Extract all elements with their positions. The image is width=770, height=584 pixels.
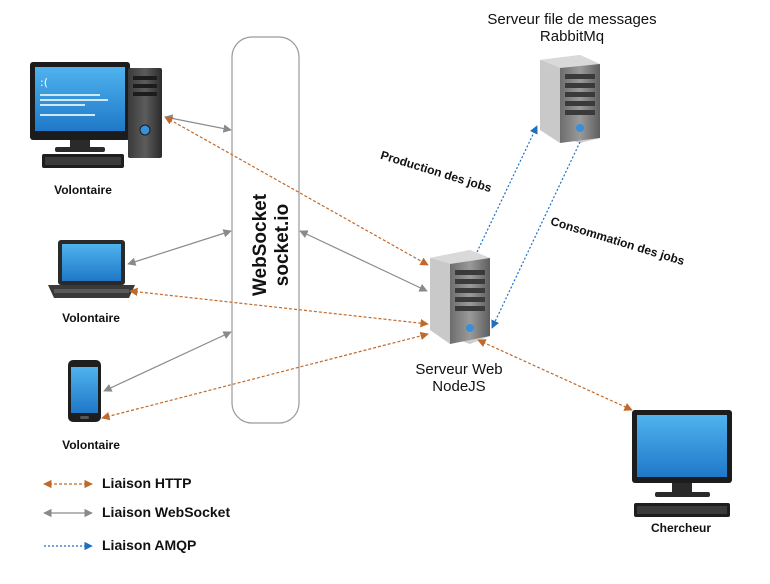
amqp-link-production — [476, 125, 538, 253]
web-server-line1: Serveur Web — [415, 361, 503, 378]
desktop-computer-icon: :( — [30, 62, 162, 168]
svg-text::(: :( — [40, 76, 48, 89]
ws-link-laptop — [127, 229, 232, 266]
researcher-monitor-icon — [632, 410, 732, 517]
rabbit-server-line2: RabbitMq — [539, 28, 605, 45]
volunteer-laptop-label: Volontaire — [62, 311, 120, 325]
web-server-icon — [430, 250, 490, 344]
smartphone-icon — [68, 360, 101, 422]
websocket-label-line1: WebSocket — [250, 193, 271, 297]
volunteer-desktop-label: Volontaire — [54, 183, 112, 197]
legend-websocket-label: Liaison WebSocket — [102, 504, 231, 520]
ws-link-desktop — [164, 114, 232, 133]
websocket-label-line2: socket.io — [272, 203, 293, 287]
ws-link-webserver — [299, 230, 428, 292]
legend-http-label: Liaison HTTP — [102, 475, 192, 491]
web-server-line2: NodeJS — [432, 378, 486, 395]
legend-amqp-label: Liaison AMQP — [102, 537, 197, 553]
rabbitmq-server-icon — [540, 55, 600, 143]
amqp-link-consommation — [491, 141, 581, 329]
http-link-phone — [101, 331, 429, 421]
rabbit-server-label: Serveur file de messages RabbitMq — [487, 11, 656, 45]
websocket-label: WebSocket socket.io — [250, 194, 294, 296]
web-server-label: Serveur Web NodeJS — [415, 361, 502, 395]
http-link-researcher — [477, 339, 633, 411]
ws-link-phone — [103, 331, 232, 392]
http-link-desktop — [164, 116, 429, 266]
volunteer-phone-label: Volontaire — [62, 438, 120, 452]
laptop-icon — [48, 240, 135, 298]
rabbit-server-line1: Serveur file de messages — [487, 11, 657, 28]
researcher-label: Chercheur — [650, 521, 712, 535]
